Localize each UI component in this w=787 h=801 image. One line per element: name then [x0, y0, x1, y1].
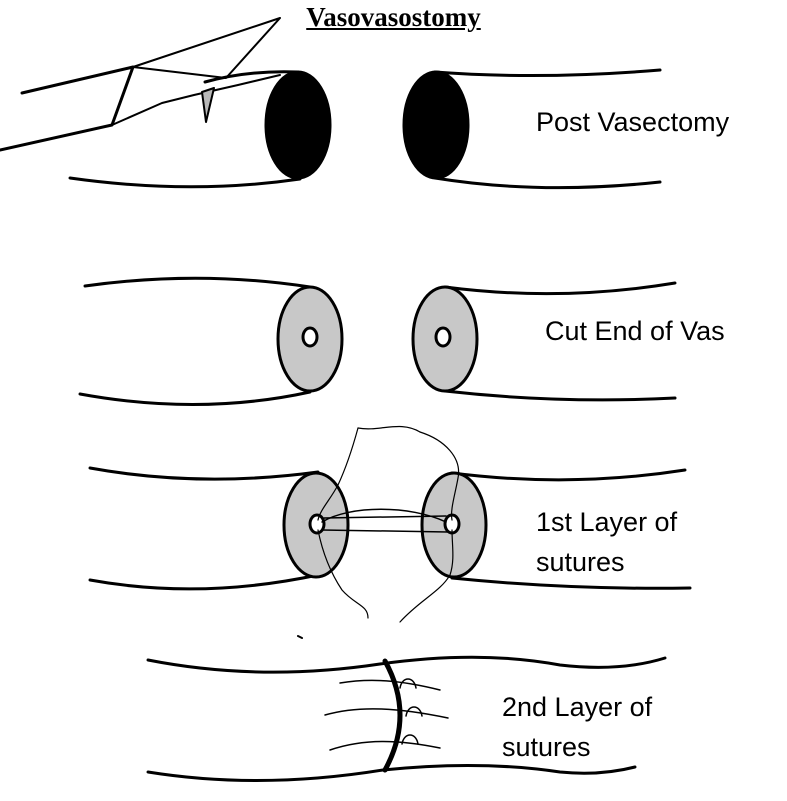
stage-post-vasectomy: [0, 18, 660, 188]
serosal-sutures: [325, 679, 448, 750]
needle-holder-icon: [0, 18, 280, 150]
vas-left-cut: [80, 278, 342, 404]
label-cut-end: Cut End of Vas: [545, 314, 725, 348]
lumen-left: [303, 328, 317, 346]
label-second-layer-line1: 2nd Layer of: [502, 690, 652, 724]
label-second-layer-line2: sutures: [502, 730, 591, 764]
anastomosis-seam: [385, 661, 400, 770]
vas-left-sealed: [70, 72, 330, 187]
speck-mark: [298, 636, 302, 638]
label-post-vasectomy: Post Vasectomy: [536, 105, 729, 139]
label-first-layer-line2: sutures: [536, 545, 625, 579]
label-first-layer-line1: 1st Layer of: [536, 505, 677, 539]
vas-left-first-layer: [90, 468, 348, 589]
sealed-end-left: [266, 72, 330, 178]
sealed-end-right: [404, 72, 468, 178]
lumen-right: [436, 328, 450, 346]
